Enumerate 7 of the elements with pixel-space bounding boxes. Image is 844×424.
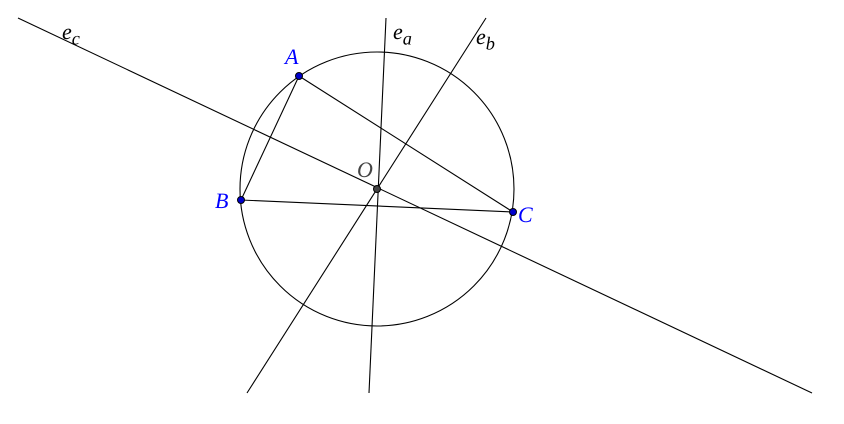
line-label: e$_{a}$ (393, 20, 412, 50)
line-label: e$_{b}$ (476, 25, 495, 56)
point-label: A (285, 46, 298, 68)
point-label: C (518, 204, 533, 226)
line-label: e$_{c}$ (62, 20, 80, 50)
point-label: O (357, 159, 373, 181)
point-label: B (215, 190, 228, 212)
